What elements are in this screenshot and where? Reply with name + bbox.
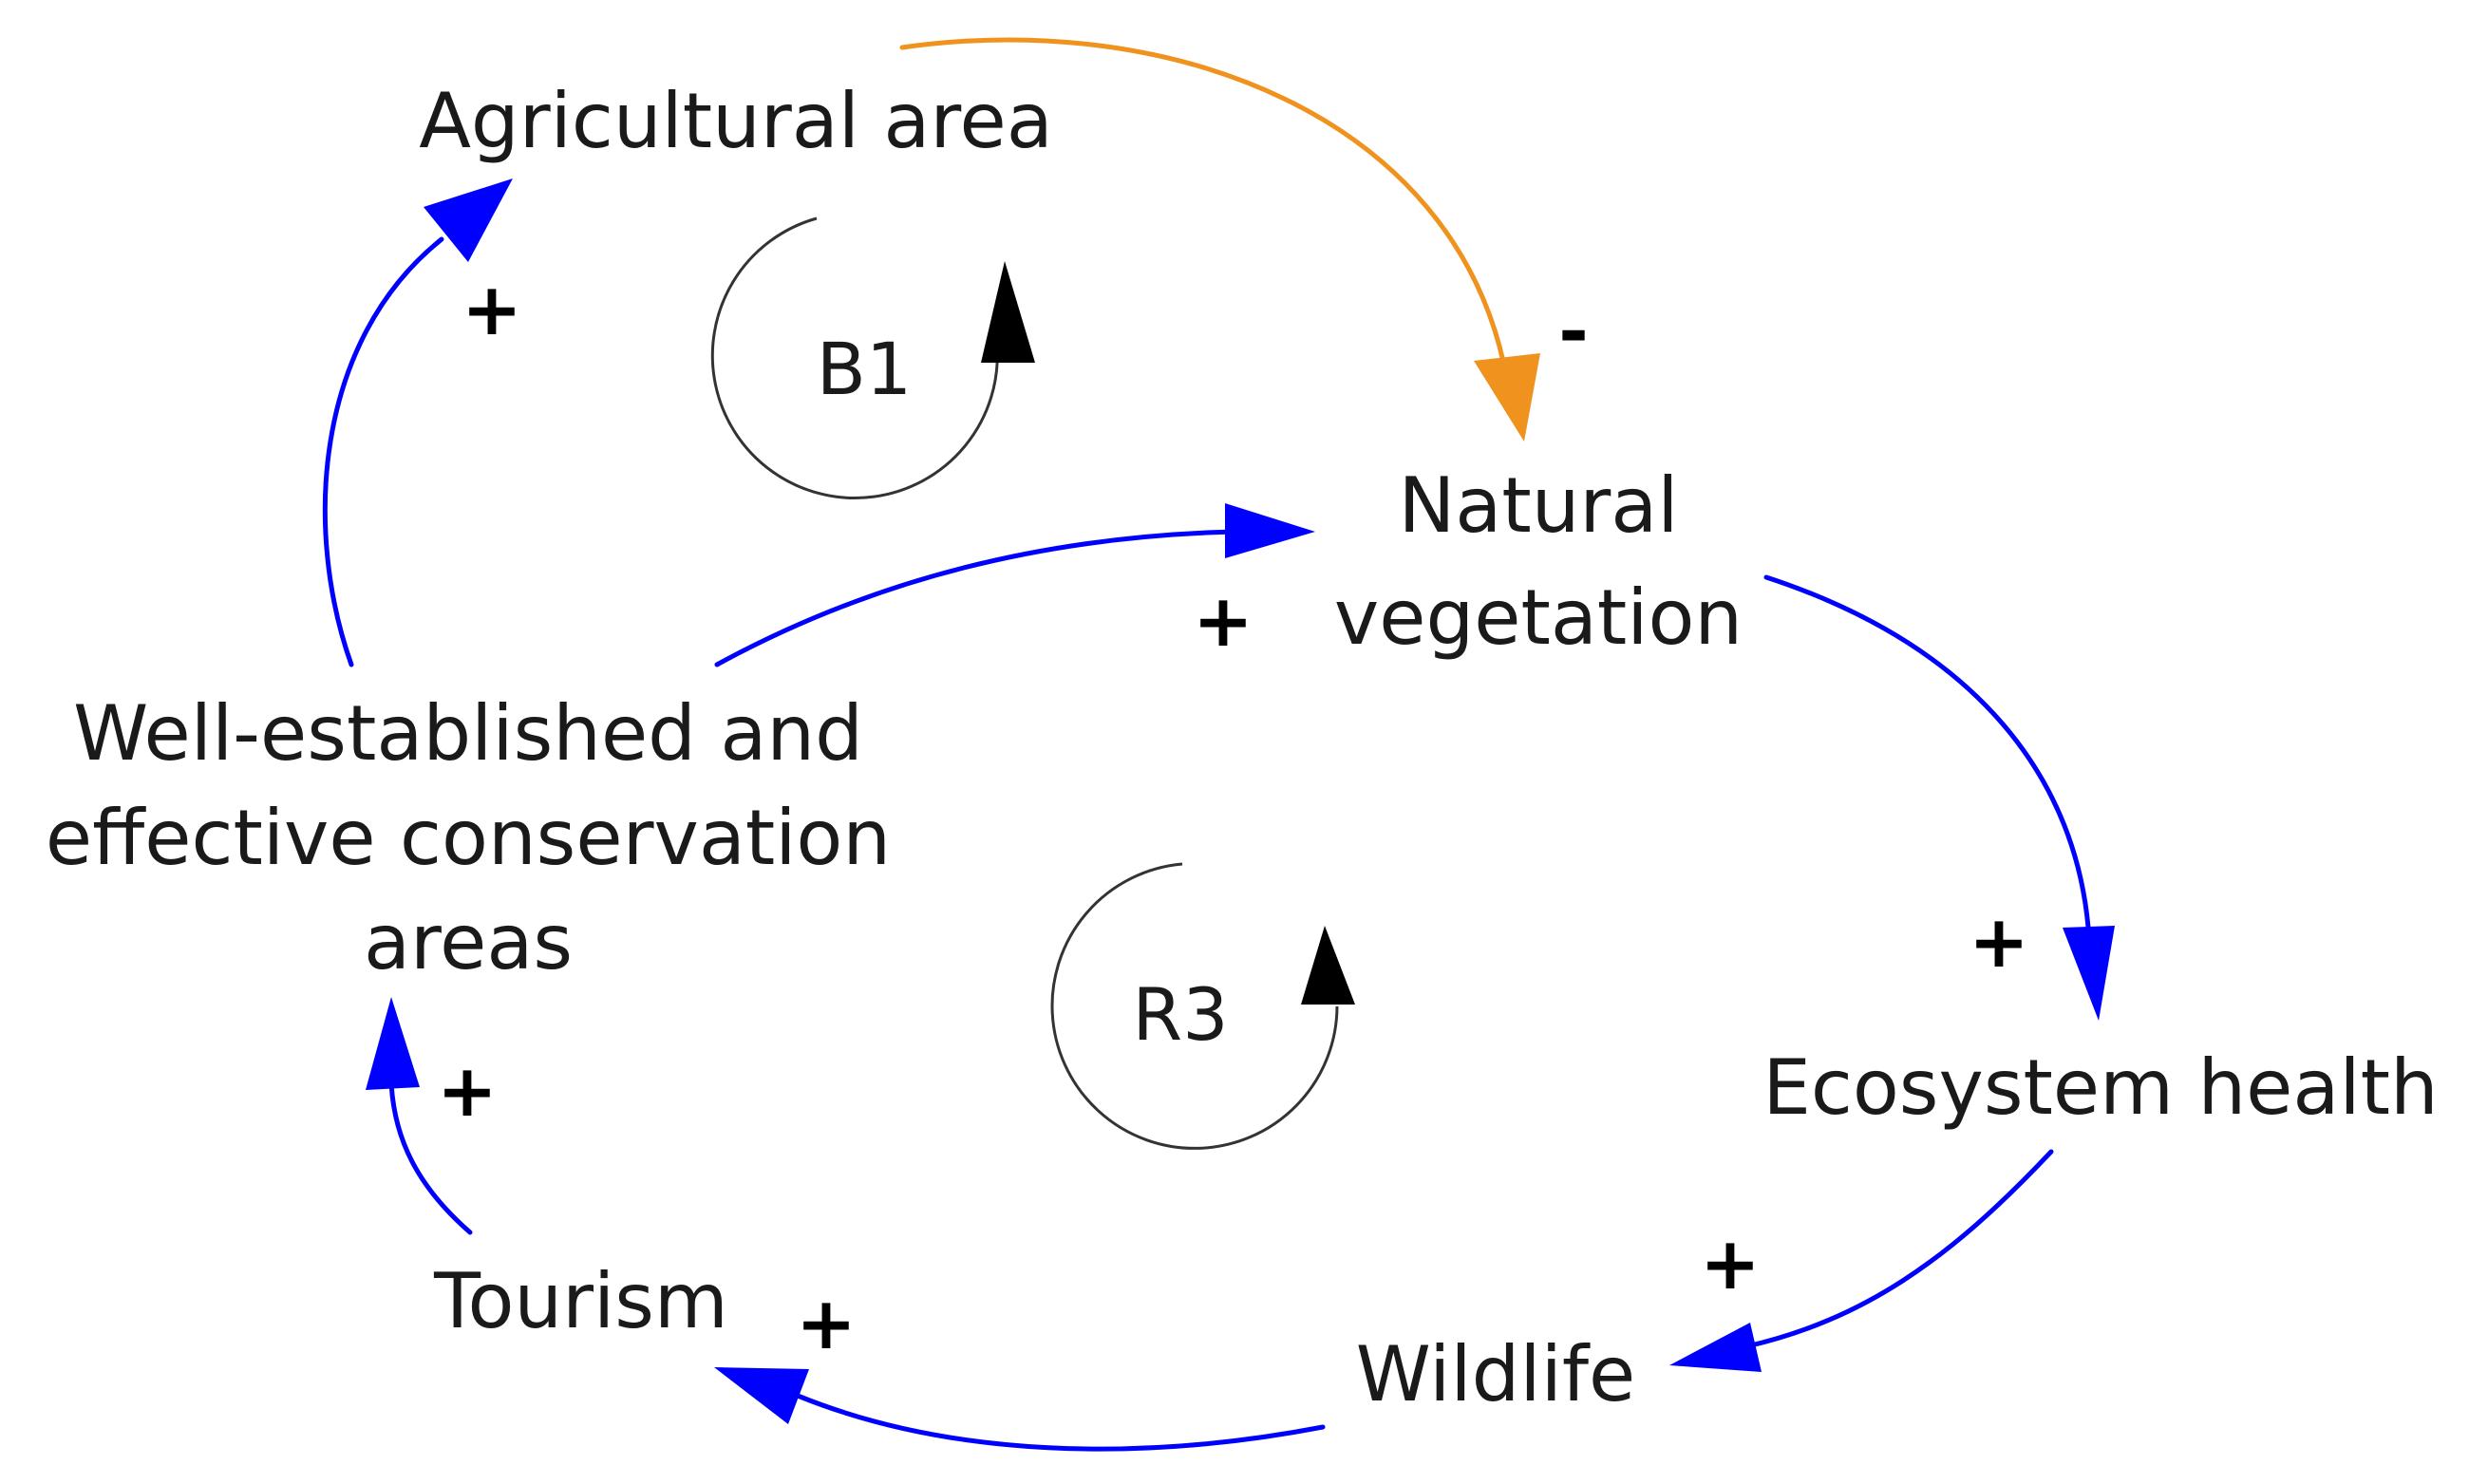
node-natural-vegetation-line1: Natural — [1398, 461, 1678, 550]
link-tourism-to-conservation — [388, 1080, 473, 1235]
link-agricultural-to-vegetation — [899, 37, 1508, 373]
loop-indicator-r3: R3 — [1050, 862, 1355, 1150]
node-conservation-line1: Well-established and — [73, 689, 863, 778]
polarity-conservation-to-agricultural: + — [462, 267, 522, 351]
node-wildlife: Wildlife — [1356, 1330, 1635, 1418]
arrowhead-ecosystem-to-wildlife — [1669, 1323, 1762, 1372]
arrowhead-wildlife-to-tourism — [714, 1367, 809, 1424]
polarity-tourism-to-conservation: + — [437, 1048, 498, 1133]
polarity-conservation-to-vegetation: + — [1193, 578, 1253, 663]
polarity-wildlife-to-tourism: + — [796, 1281, 857, 1365]
link-conservation-to-agricultural — [322, 236, 444, 667]
loop-b1-arc — [710, 216, 999, 499]
arrowhead-tourism-to-conservation — [366, 997, 420, 1090]
loop-b1-label: B1 — [817, 327, 913, 411]
node-tourism: Tourism — [433, 1257, 728, 1345]
arrowhead-conservation-to-vegetation — [1225, 503, 1315, 558]
polarity-agricultural-to-vegetation: - — [1558, 289, 1589, 373]
loop-r3-arc — [1050, 862, 1339, 1150]
loop-r3-arrowhead — [1301, 926, 1355, 1005]
loop-indicator-b1: B1 — [710, 216, 1035, 499]
loop-b1-arrowhead — [981, 261, 1035, 363]
node-conservation-line3: areas — [364, 898, 573, 986]
link-ecosystem-to-wildlife — [1744, 1149, 2054, 1349]
node-natural-vegetation: Natural vegetation — [1334, 461, 1743, 662]
loop-r3-label: R3 — [1132, 972, 1228, 1057]
arrowhead-vegetation-to-ecosystem — [2063, 926, 2115, 1021]
node-ecosystem-health: Ecosystem health — [1762, 1043, 2438, 1132]
node-conservation-areas: Well-established and effective conservat… — [46, 689, 891, 986]
link-conservation-to-vegetation — [714, 529, 1237, 667]
polarity-ecosystem-to-wildlife: + — [1700, 1221, 1761, 1306]
node-conservation-line2: effective conservation — [46, 794, 891, 882]
link-wildlife-to-tourism — [795, 1393, 1326, 1452]
polarity-vegetation-to-ecosystem: + — [1969, 899, 2029, 984]
arrowhead-agricultural-to-vegetation — [1474, 353, 1540, 441]
arrowhead-conservation-to-agricultural — [424, 178, 513, 262]
link-vegetation-to-ecosystem — [1763, 574, 2092, 943]
node-natural-vegetation-line2: vegetation — [1334, 573, 1743, 662]
node-agricultural-area: Agricultural area — [419, 77, 1053, 165]
